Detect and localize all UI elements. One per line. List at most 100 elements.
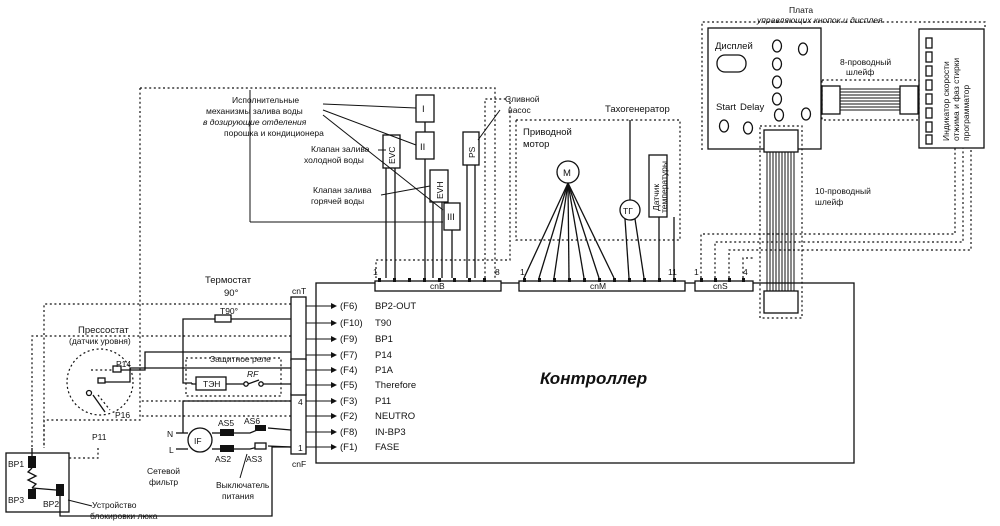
flat10-plug-top (763, 129, 799, 153)
connector-cnF-label: cnF (292, 459, 306, 469)
pressostat-title-2: (датчик уровня) (69, 336, 131, 346)
signal-name: FASE (375, 442, 399, 453)
thermostat-t90-label: T90° (220, 306, 238, 316)
connector-cnT-lower (290, 358, 307, 396)
mains-filter (187, 427, 213, 453)
switch-as2 (220, 445, 234, 452)
pressostat-title-1: Прессостат (78, 325, 129, 336)
display-window (716, 54, 747, 73)
motor-symbol-label: M (563, 168, 571, 179)
pressostat-p14: P14 (116, 359, 131, 369)
thermostat-wires (182, 318, 291, 384)
signal-code: (F7) (340, 350, 357, 361)
motor-title-2: мотор (523, 139, 549, 150)
flat8-enclosure (821, 79, 920, 121)
door-lock-internals (26, 456, 64, 499)
signal-arrows (331, 303, 337, 450)
switch-as6 (255, 425, 266, 431)
panel-title-2: управляющих кнопок и дисплея (756, 15, 883, 25)
signal-code: (F10) (340, 318, 363, 329)
mains-filter-n: N (167, 429, 173, 439)
connector-cnB-label: cnB (430, 281, 445, 291)
flat10-enclosure (759, 125, 803, 319)
valve-1-label: I (422, 104, 425, 115)
tacho-wires (624, 120, 645, 279)
valve-3-label: III (447, 212, 455, 223)
signal-stubs (306, 305, 331, 448)
cold-valve-title-2: холодной воды (304, 155, 364, 165)
signal-code: (F3) (340, 396, 357, 407)
pressostat-p16: P16 (115, 410, 130, 420)
switch-as5 (220, 429, 234, 436)
drain-pump-ps (462, 131, 480, 166)
relay-title: Защитное реле (210, 354, 271, 364)
actuators-title-2: механизмы залива воды (206, 106, 303, 116)
controller-title: Контроллер (540, 369, 647, 388)
door-lock-bp2: BP2 (43, 499, 59, 509)
indicator-label-2: отжима и фаз стирки (951, 58, 961, 141)
flat8-plug-right (899, 85, 919, 115)
switch-as3 (254, 442, 267, 450)
heater-ten-label: ТЭН (203, 379, 220, 389)
panel-start-label: Start (716, 102, 736, 113)
signal-code: (F1) (340, 442, 357, 453)
signal-name: P1A (375, 365, 394, 376)
valve-2-label: II (420, 142, 425, 153)
flat10-plug-bottom (763, 290, 799, 314)
signal-code: (F5) (340, 380, 357, 391)
mains-filter-label: IF (194, 436, 202, 446)
signal-code: (F8) (340, 427, 357, 438)
flat8-label-2: шлейф (846, 67, 874, 77)
signal-code: (F9) (340, 334, 357, 345)
flat8-label-1: 8-проводный (840, 57, 891, 67)
flat10-label-1: 10-проводный (815, 186, 871, 196)
signal-name: Therefore (375, 380, 416, 391)
valve-leaders (249, 90, 501, 223)
connector-pins (378, 278, 745, 282)
signal-name: BP2-OUT (375, 301, 416, 312)
temp-sensor-wires (658, 217, 675, 278)
connector-cnS (694, 280, 754, 292)
connector-cnM-pin-first: 1 (520, 267, 525, 277)
hot-valve-title-2: горячей воды (311, 196, 364, 206)
pressostat-housing (66, 348, 134, 416)
indicator-segments (925, 37, 933, 145)
indicator-label-1: Индикатор скорости (941, 61, 951, 141)
cnS-wiring (700, 21, 986, 278)
hot-valve-title-1: Клапан залива (313, 185, 372, 195)
drain-pump-title-2: насос (508, 105, 531, 115)
signal-name: T90 (375, 318, 391, 329)
signal-code: (F2) (340, 411, 357, 422)
connector-cnM-pin-last: 11 (668, 267, 677, 277)
panel-buttons (718, 39, 812, 135)
pressostat-contacts (85, 365, 122, 413)
relay-rf-label: RF (247, 369, 259, 379)
switch-as6-label: AS6 (244, 416, 260, 426)
switch-as2-label: AS2 (215, 454, 231, 464)
tacho-title: Тахогенератор (605, 104, 670, 115)
mains-filter-l: L (169, 445, 174, 455)
relay-rf-contact-b (258, 381, 264, 387)
mains-filter-title-1: Сетевой (147, 466, 180, 476)
thermostat-title-2: 90° (224, 288, 239, 299)
motor-wires (523, 182, 615, 279)
temp-sensor-label-1: Датчик (651, 184, 661, 211)
switch-as5-label: AS5 (218, 418, 234, 428)
tacho-symbol-label: ТГ (623, 206, 633, 216)
connector-cnM (518, 280, 686, 292)
power-switch-leader (239, 453, 248, 479)
mains-filter-title-2: фильтр (149, 477, 178, 487)
connector-cnF-pin-4: 4 (298, 397, 303, 407)
actuators-title-3: в дозирующие отделения (203, 117, 307, 127)
flat8-cable (840, 88, 900, 111)
panel-display-label: Дисплей (715, 41, 753, 52)
temp-sensor (648, 154, 668, 218)
connector-cnS-label: cnS (713, 281, 728, 291)
connector-cnM-label: cnM (590, 281, 606, 291)
flat10-label-2: шлейф (815, 197, 843, 207)
motor-enclosure (515, 119, 681, 241)
drain-pump-ps-label: PS (467, 146, 477, 158)
connector-cnS-pin-last: 4 (743, 267, 748, 277)
relay-rf-contact-a (243, 381, 249, 387)
